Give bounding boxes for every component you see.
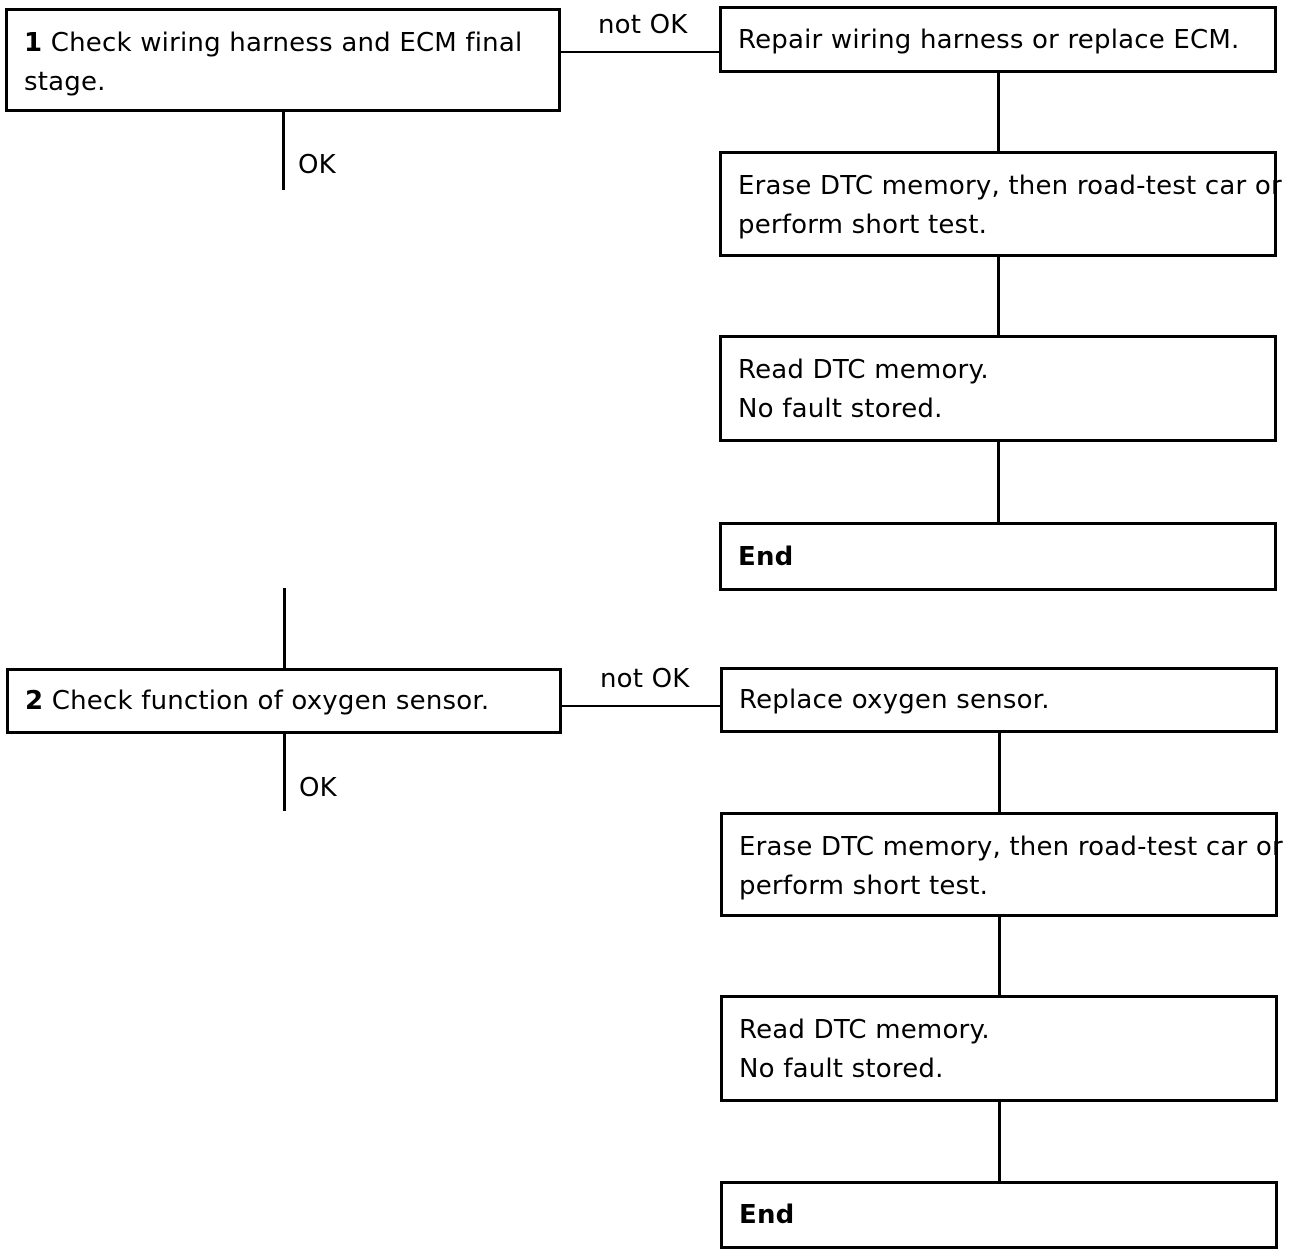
- branch2-erase-box: Erase DTC memory, then road-test car or …: [720, 812, 1283, 917]
- step1-box: 1 Check wiring harness and ECM final sta…: [5, 8, 561, 112]
- step2-text: 2 Check function of oxygen sensor.: [25, 686, 490, 716]
- branch2-replace-text: Replace oxygen sensor.: [739, 685, 1050, 715]
- branch1-erase-box: Erase DTC memory, then road-test car or …: [719, 151, 1282, 257]
- branch1-read-text: Read DTC memory.: [738, 355, 989, 385]
- branch2-read-text-cont: No fault stored.: [739, 1054, 944, 1084]
- branch2-connector-1: [998, 733, 1001, 812]
- branch1-read-text-cont: No fault stored.: [738, 394, 943, 424]
- step2-incoming-connector: [283, 588, 286, 668]
- step2-ok-connector: [283, 734, 286, 811]
- branch2-erase-text: Erase DTC memory, then road-test car or: [739, 832, 1283, 862]
- step2-ok-label: OK: [299, 773, 337, 803]
- step2-number: 2: [25, 686, 44, 716]
- branch1-end-box: End: [719, 522, 1277, 591]
- branch1-repair-box: Repair wiring harness or replace ECM.: [719, 6, 1277, 73]
- branch2-connector-2: [998, 917, 1001, 995]
- branch2-end-box: End: [720, 1181, 1278, 1249]
- branch2-read-text: Read DTC memory.: [739, 1015, 990, 1045]
- branch2-erase-text-cont: perform short test.: [739, 871, 989, 901]
- branch1-erase-text: Erase DTC memory, then road-test car or: [738, 171, 1282, 201]
- step1-ok-label: OK: [298, 150, 336, 180]
- branch2-read-box: Read DTC memory. No fault stored.: [720, 995, 1278, 1102]
- step1-not-ok-connector: [561, 51, 721, 53]
- step1-number: 1: [24, 28, 43, 58]
- branch2-connector-3: [998, 1102, 1001, 1181]
- branch1-erase-text-cont: perform short test.: [738, 210, 988, 240]
- branch1-read-box: Read DTC memory. No fault stored.: [719, 335, 1277, 442]
- step2-box: 2 Check function of oxygen sensor.: [6, 668, 562, 734]
- branch2-end-text: End: [739, 1200, 795, 1230]
- step2-not-ok-connector: [562, 705, 721, 707]
- branch1-connector-2: [997, 257, 1000, 335]
- branch2-replace-box: Replace oxygen sensor.: [720, 667, 1278, 733]
- step1-text-cont: stage.: [24, 67, 106, 97]
- step2-not-ok-label: not OK: [600, 664, 690, 694]
- branch1-end-text: End: [738, 542, 794, 572]
- step1-text: 1 Check wiring harness and ECM final: [24, 28, 523, 58]
- step1-ok-connector: [282, 112, 285, 190]
- branch1-connector-3: [997, 442, 1000, 522]
- branch1-connector-1: [997, 73, 1000, 151]
- branch1-repair-text: Repair wiring harness or replace ECM.: [738, 25, 1240, 55]
- step1-not-ok-label: not OK: [598, 10, 688, 40]
